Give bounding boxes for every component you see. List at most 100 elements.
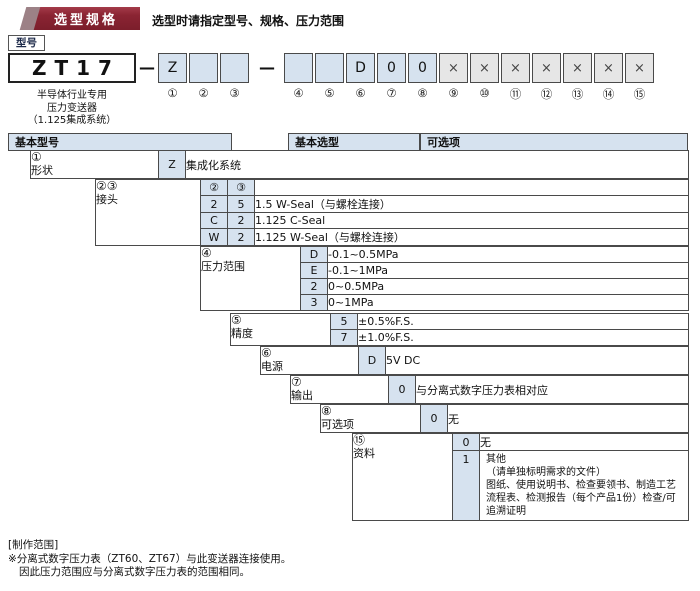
desc-cell: 无	[479, 433, 689, 451]
group-output: ⑦ 输出 0 与分离式数字压力表相对应	[290, 375, 689, 404]
code-cell: 7	[330, 329, 358, 346]
desc-cell-empty	[254, 179, 689, 196]
code-cell: 5	[330, 313, 358, 330]
position-number-2: ②	[198, 86, 209, 100]
group-shape: ① 形状 Z 集成化系统	[30, 150, 689, 179]
code-cell: 2	[300, 278, 328, 295]
group-name: 资料	[353, 447, 376, 460]
model-code-box-2	[189, 53, 218, 83]
model-code-box-9: ×	[439, 53, 468, 83]
code-cell: E	[300, 262, 328, 279]
note-line-1: ※分离式数字压力表（ZT60、ZT67）与此变送器连接使用。	[8, 553, 292, 565]
model-code-box-6: D	[346, 53, 375, 83]
position-number-8: ⑧	[417, 86, 428, 100]
code-cell: W	[200, 228, 228, 246]
code-cell: 2	[200, 195, 228, 213]
desc-cell: 其他 （请单独标明需求的文件） 图纸、使用说明书、检查要领书、制造工艺 流程表、…	[479, 450, 689, 521]
product-description: 半导体行业专用 压力变送器 （1.125集成系统）	[8, 90, 136, 128]
position-number-5: ⑤	[324, 86, 335, 100]
group-number: ②③	[96, 179, 118, 193]
code-cell: 0	[388, 375, 416, 404]
group-name: 压力范围	[201, 260, 246, 273]
desc-cell: 0~1MPa	[327, 294, 689, 311]
code-cell: D	[300, 246, 328, 263]
model-code-box-14: ×	[594, 53, 623, 83]
group-name: 精度	[231, 327, 254, 340]
column-header-basic-model: 基本型号	[8, 133, 232, 151]
position-number-15: ⑮	[633, 87, 646, 101]
model-code-box-8: 0	[408, 53, 437, 83]
product-description-line: 半导体行业专用	[37, 90, 107, 101]
code-cell: 2	[227, 228, 255, 246]
desc-cell: ±0.5%F.S.	[357, 313, 689, 330]
section-ribbon: 选型规格	[19, 7, 140, 30]
model-code-box-4	[284, 53, 313, 83]
desc-cell: 集成化系统	[185, 150, 689, 179]
section-title: 选型规格	[53, 13, 118, 28]
section-subtitle: 选型时请指定型号、规格、压力范围	[152, 14, 345, 28]
model-series-box: ZT17	[8, 53, 136, 83]
code-header-cell: ②	[200, 179, 228, 196]
position-number-1: ①	[167, 86, 178, 100]
group-label-output: ⑦ 输出	[290, 375, 389, 404]
desc-cell: 0~0.5MPa	[327, 278, 689, 295]
code-cell: 3	[300, 294, 328, 311]
column-header-basic-selection: 基本选型	[288, 133, 420, 151]
group-pressure-range: ④ 压力范围 D -0.1~0.5MPa E -0.1~1MPa 2 0~0.5…	[200, 246, 689, 311]
group-label-documents: ⑮ 资料	[352, 433, 453, 521]
column-header-options: 可选项	[420, 133, 688, 151]
group-name: 输出	[291, 389, 314, 402]
group-label-accuracy: ⑤ 精度	[230, 313, 331, 346]
product-description-line: 压力变送器	[47, 102, 97, 114]
code-cell: 0	[420, 404, 448, 433]
dash-separator-2: —	[259, 58, 275, 77]
desc-cell: -0.1~1MPa	[327, 262, 689, 279]
note-title: [制作范围]	[8, 539, 59, 551]
position-number-10: ⑩	[479, 86, 490, 100]
position-number-4: ④	[293, 86, 304, 100]
model-code-box-11: ×	[501, 53, 530, 83]
group-option: ⑧ 可选项 0 无	[320, 404, 689, 433]
group-name: 接头	[96, 193, 119, 206]
position-number-6: ⑥	[355, 86, 366, 100]
code-cell: 1	[452, 450, 480, 521]
note-line-2: 因此压力范围应与分离式数字压力表的范围相同。	[19, 566, 250, 578]
group-label-shape: ① 形状	[30, 150, 159, 179]
group-power: ⑥ 电源 D 5V DC	[260, 346, 689, 375]
model-code-box-7: 0	[377, 53, 406, 83]
dash-separator-1: —	[139, 58, 155, 77]
position-number-9: ⑨	[448, 86, 459, 100]
model-code-box-15: ×	[625, 53, 654, 83]
desc-cell: 1.125 W-Seal（与螺栓连接）	[254, 228, 689, 246]
model-code-box-10: ×	[470, 53, 499, 83]
code-header-cell: ③	[227, 179, 255, 196]
desc-cell: 5V DC	[385, 346, 689, 375]
code-cell: Z	[158, 150, 186, 179]
group-connector: ②③ 接头 ② ③ 2 5 1.5 W-Seal（与螺栓连接） C 2 1.12…	[95, 179, 689, 246]
code-cell: C	[200, 212, 228, 229]
group-label-option: ⑧ 可选项	[320, 404, 421, 433]
desc-cell: 与分离式数字压力表相对应	[415, 375, 689, 404]
position-number-7: ⑦	[386, 86, 397, 100]
group-label-connector: ②③ 接头	[95, 179, 201, 246]
ribbon-fold-decoration	[19, 7, 41, 30]
model-code-box-1: Z	[158, 53, 187, 83]
model-code-box-13: ×	[563, 53, 592, 83]
group-number: ①	[31, 150, 42, 164]
position-number-11: ⑪	[509, 87, 522, 101]
group-number: ⑤	[231, 313, 242, 327]
position-number-3: ③	[229, 86, 240, 100]
code-cell: 5	[227, 195, 255, 213]
position-number-13: ⑬	[571, 87, 584, 101]
group-label-pressure-range: ④ 压力范围	[200, 246, 301, 311]
product-description-line: （1.125集成系统）	[27, 115, 117, 126]
model-number-label: 型号	[8, 35, 45, 51]
desc-cell: -0.1~0.5MPa	[327, 246, 689, 263]
group-name: 电源	[261, 360, 284, 373]
group-accuracy: ⑤ 精度 5 ±0.5%F.S. 7 ±1.0%F.S.	[230, 313, 689, 346]
group-number: ⑮	[353, 433, 366, 447]
desc-cell: ±1.0%F.S.	[357, 329, 689, 346]
group-label-power: ⑥ 电源	[260, 346, 359, 375]
code-cell: 0	[452, 433, 480, 451]
